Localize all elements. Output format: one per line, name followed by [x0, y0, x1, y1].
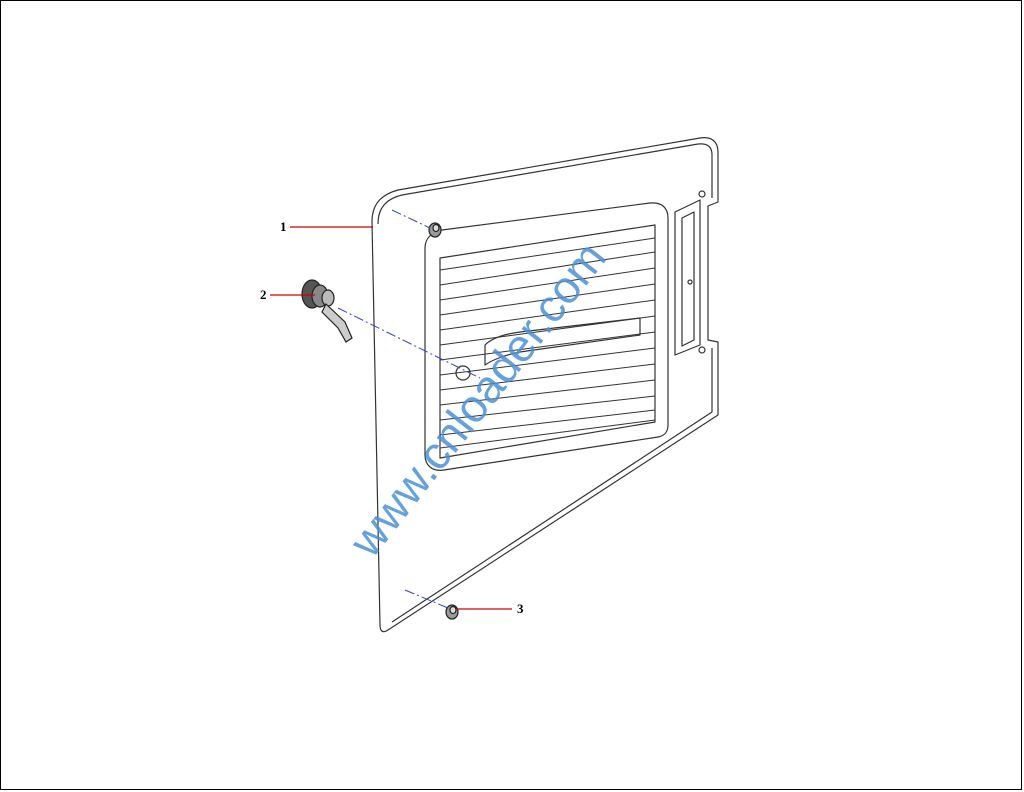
watermark-text: www.cnloader.com — [338, 232, 616, 567]
top-bushing-part — [428, 222, 442, 238]
door-panel-inner-edge — [377, 143, 713, 225]
door-panel-lower-edge — [391, 348, 713, 623]
callout-number-1: 1 — [280, 219, 287, 234]
callout-number-3: 3 — [517, 601, 524, 616]
centerline-bottom — [404, 589, 449, 609]
hinge-strip — [674, 199, 701, 356]
callout-number-2: 2 — [260, 287, 267, 302]
hinge-pin-bottom — [698, 346, 706, 354]
centerline-lock — [337, 307, 481, 379]
hinge-strip-inner — [681, 211, 695, 347]
handle-recess — [484, 317, 641, 366]
lock-latch-part — [301, 279, 353, 343]
door-panel-outline — [371, 137, 719, 633]
hinge-pin-top — [698, 190, 706, 198]
centerline-top — [391, 209, 431, 229]
window-frame-inner — [439, 224, 656, 459]
hinge-pin-mid — [687, 279, 693, 285]
bottom-bushing-part — [445, 604, 459, 620]
